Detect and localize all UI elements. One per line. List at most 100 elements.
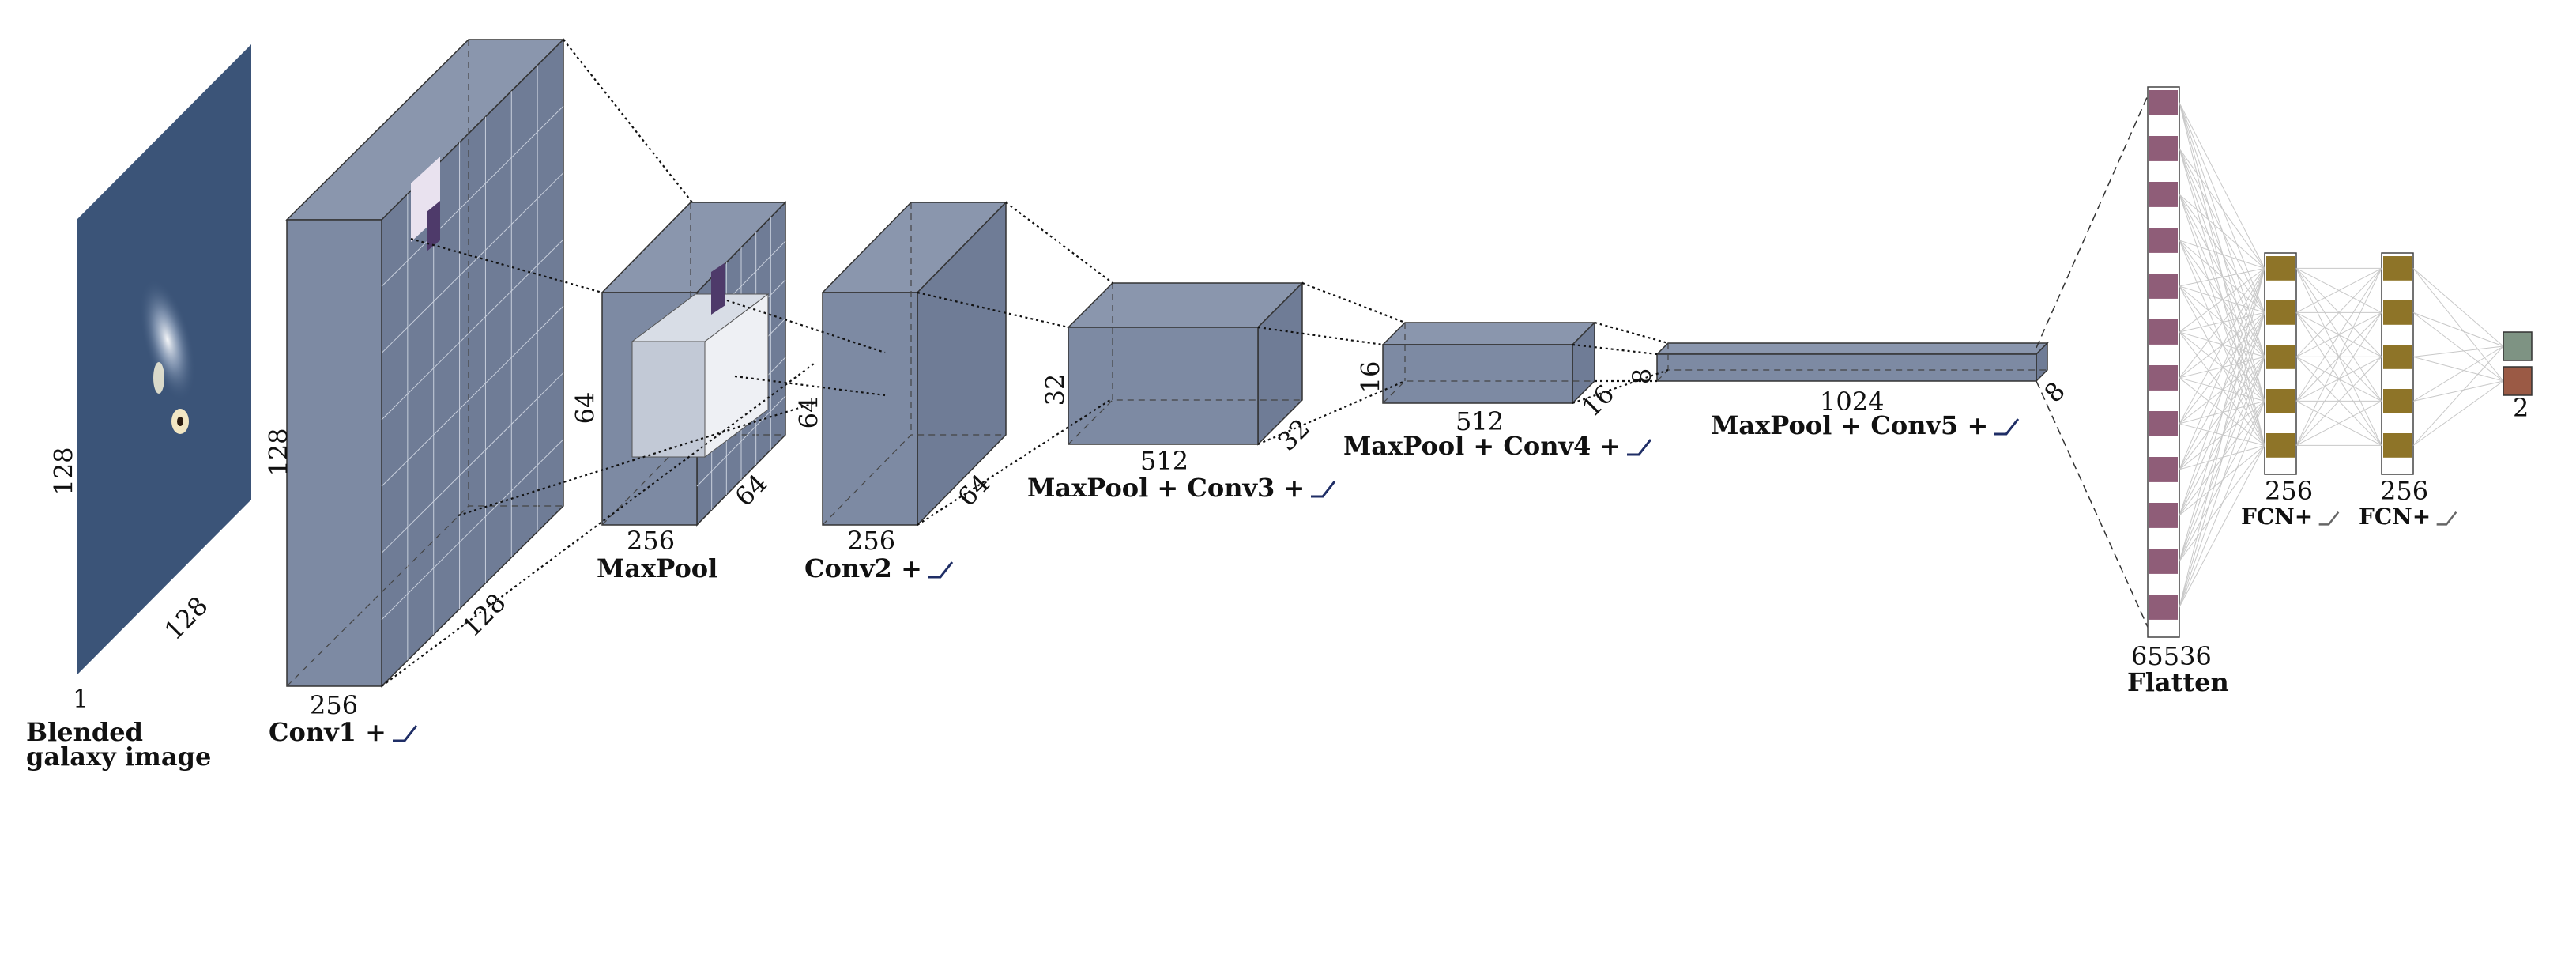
fc-connection [2179, 148, 2265, 357]
fc-connection [2412, 380, 2504, 446]
flatten-column-cell [2149, 319, 2178, 345]
fc2-caption: FCN+ [2359, 506, 2457, 528]
conv4-block-front-face [1382, 344, 1573, 404]
fc-connection [2179, 401, 2265, 608]
conv4-block [1381, 321, 1596, 405]
fc-connection [2179, 331, 2265, 446]
fc-connection [2179, 423, 2265, 446]
conv4-width-label: 512 [1456, 406, 1505, 436]
conv4-block-top-face [1381, 322, 1596, 345]
fc-connection [2179, 194, 2265, 269]
flatten-connector [2036, 380, 2152, 635]
connector-line [1257, 379, 1406, 446]
fc-connection [2295, 400, 2382, 446]
fc-connection [2179, 377, 2265, 402]
connector-line [563, 39, 693, 203]
fc-connection [2179, 331, 2265, 357]
conv1-block-grid-line [381, 439, 564, 621]
connector-line [1594, 321, 1669, 345]
fc2-column-cell [2383, 300, 2412, 325]
fc-connection [2179, 148, 2265, 313]
fc-connection [2412, 380, 2504, 402]
fc-connection [2412, 311, 2504, 347]
input-channels-label: 1 [73, 684, 89, 714]
conv5-block [1655, 342, 2049, 383]
conv3-caption: MaxPool + Conv3 + [1027, 475, 1336, 500]
conv5-side-label: 8 [1627, 368, 1658, 385]
pool1-side-label: 64 [570, 391, 601, 425]
conv1-caption-text: Conv1 + [269, 717, 386, 747]
output-node-1 [2503, 331, 2533, 361]
fc-connection [2179, 102, 2265, 313]
relu-icon [1627, 439, 1652, 456]
pool1-caption: MaxPool [597, 553, 718, 583]
conv1-side-label: 128 [263, 428, 294, 477]
fc1-column-cell [2266, 256, 2295, 281]
conv2-block-hidden-edge [822, 434, 1006, 526]
flatten-connector [2036, 88, 2152, 349]
flatten-column-cell [2149, 503, 2178, 528]
conv1-caption: Conv1 + [269, 719, 418, 745]
conv1-block-front-face [286, 219, 382, 687]
relu-icon [392, 725, 418, 742]
fc1-column-cell [2266, 345, 2295, 369]
conv3-block-front-face [1068, 327, 1259, 445]
fc1-caption-text: FCN+ [2241, 504, 2314, 530]
pool1-kernel-dark [711, 262, 725, 315]
conv3-width-label: 512 [1140, 446, 1189, 476]
conv2-side-label: 64 [793, 396, 824, 429]
fc-connection [2179, 285, 2265, 357]
connector-line [1301, 281, 1406, 324]
connector-line [726, 299, 886, 354]
fc2-column-cell [2383, 389, 2412, 413]
galaxy-core-1 [153, 362, 164, 394]
input-height-label: 128 [48, 447, 79, 496]
connector-line [1005, 202, 1113, 284]
conv2-caption-text: Conv2 + [804, 553, 922, 583]
connector-line [1257, 326, 1384, 346]
conv4-caption-text: MaxPool + Conv4 + [1343, 431, 1621, 461]
pool1-inner-front [631, 341, 706, 458]
fc-connection [2179, 285, 2265, 446]
fc-connection [2179, 267, 2265, 287]
fc1-column-cell [2266, 433, 2295, 458]
fc-connection [2179, 268, 2265, 425]
input-caption-line2: galaxy image [26, 742, 212, 772]
fc-connection [2412, 312, 2504, 382]
conv1-block-grid-line [381, 239, 564, 421]
connector-line [1572, 368, 1669, 405]
conv5-block-front-face [1656, 353, 2037, 382]
pool1-width-label: 256 [627, 526, 676, 556]
fc-connection [2179, 240, 2265, 357]
fc-connection [2412, 268, 2504, 347]
relu-icon [928, 561, 954, 579]
fc-connection [2179, 240, 2265, 313]
conv1-width-label: 256 [310, 690, 359, 720]
conv1-block-grid-line [381, 172, 564, 353]
galaxy-halo [139, 278, 196, 402]
fc-connection [2179, 268, 2265, 608]
conv2-block-front-face [822, 292, 918, 526]
connector-line [917, 291, 1069, 329]
conv1-block-grid-line [381, 372, 564, 553]
fc-connection [2412, 345, 2504, 446]
conv1-block [285, 38, 565, 688]
flatten-column-cell [2149, 274, 2178, 299]
conv2-block [821, 201, 1007, 527]
fc1-column-cell [2266, 389, 2295, 413]
fc-connection [2295, 268, 2382, 357]
conv5-block-top-face [1655, 342, 2049, 355]
conv5-caption-text: MaxPool + Conv5 + [1711, 410, 1989, 440]
flatten-column [2147, 86, 2180, 638]
fc2-column-cell [2383, 345, 2412, 369]
fc2-column-cell [2383, 256, 2412, 281]
fc-connection [2412, 356, 2504, 382]
flatten-column-cell [2149, 595, 2178, 620]
relu-icon [1311, 481, 1336, 498]
fc1-caption: FCN+ [2241, 506, 2340, 528]
fc2-caption-text: FCN+ [2359, 504, 2431, 530]
pool1-block-grid-line [696, 395, 786, 487]
conv4-side-label: 16 [1355, 360, 1386, 394]
connector-line [458, 402, 815, 517]
fc-connections [2179, 102, 2504, 608]
